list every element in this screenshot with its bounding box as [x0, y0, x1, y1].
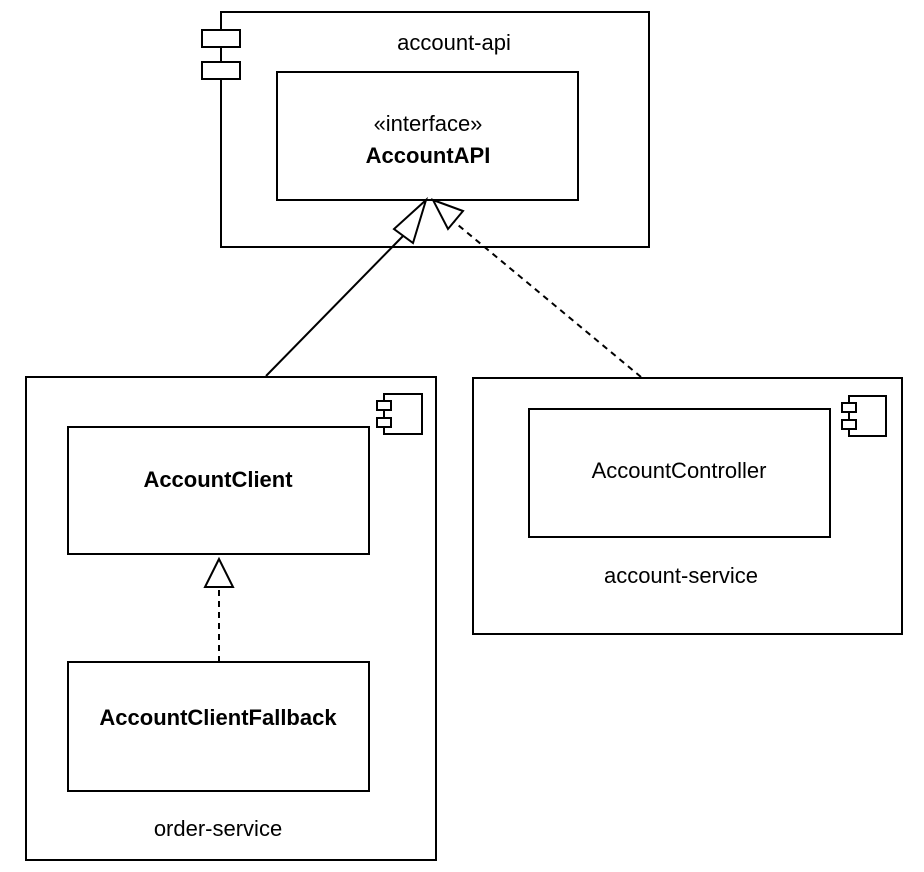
account-client-box: [67, 426, 370, 555]
hollow-triangle-arrowhead: [203, 556, 235, 588]
component-icon: [841, 395, 887, 437]
account-client-fallback-class: AccountClientFallback: [67, 661, 370, 792]
component-icon: [201, 29, 241, 80]
edge-account-service-to-accountapi: [430, 198, 642, 378]
account-client-label: AccountClient: [143, 467, 293, 492]
dashed-connector: [451, 219, 642, 378]
edge-fallback-to-client: [203, 556, 235, 662]
component-icon: [376, 393, 423, 435]
interface-stereotype: «interface»: [374, 111, 483, 136]
hollow-triangle-arrowhead: [392, 196, 429, 245]
order-service-component: AccountClient AccountClientFallback orde…: [25, 376, 437, 861]
edge-order-service-to-accountapi: [265, 196, 429, 377]
account-client-class: AccountClient: [67, 426, 370, 555]
account-controller-class: AccountController: [528, 408, 831, 538]
account-api-interface: «interface» AccountAPI: [276, 71, 579, 201]
account-controller-box: [528, 408, 831, 538]
account-api-title: account-api: [397, 30, 511, 55]
account-service-component: AccountController account-service: [472, 377, 903, 635]
order-service-title: order-service: [154, 816, 282, 841]
account-api-component: account-api «interface» AccountAPI: [201, 11, 650, 248]
account-client-fallback-box: [67, 661, 370, 792]
account-client-fallback-label: AccountClientFallback: [99, 705, 337, 730]
interface-box: [276, 71, 579, 201]
account-controller-label: AccountController: [592, 458, 767, 483]
interface-name: AccountAPI: [366, 143, 491, 168]
solid-connector: [265, 235, 404, 377]
hollow-triangle-arrowhead: [430, 198, 465, 231]
account-service-title: account-service: [604, 563, 758, 588]
